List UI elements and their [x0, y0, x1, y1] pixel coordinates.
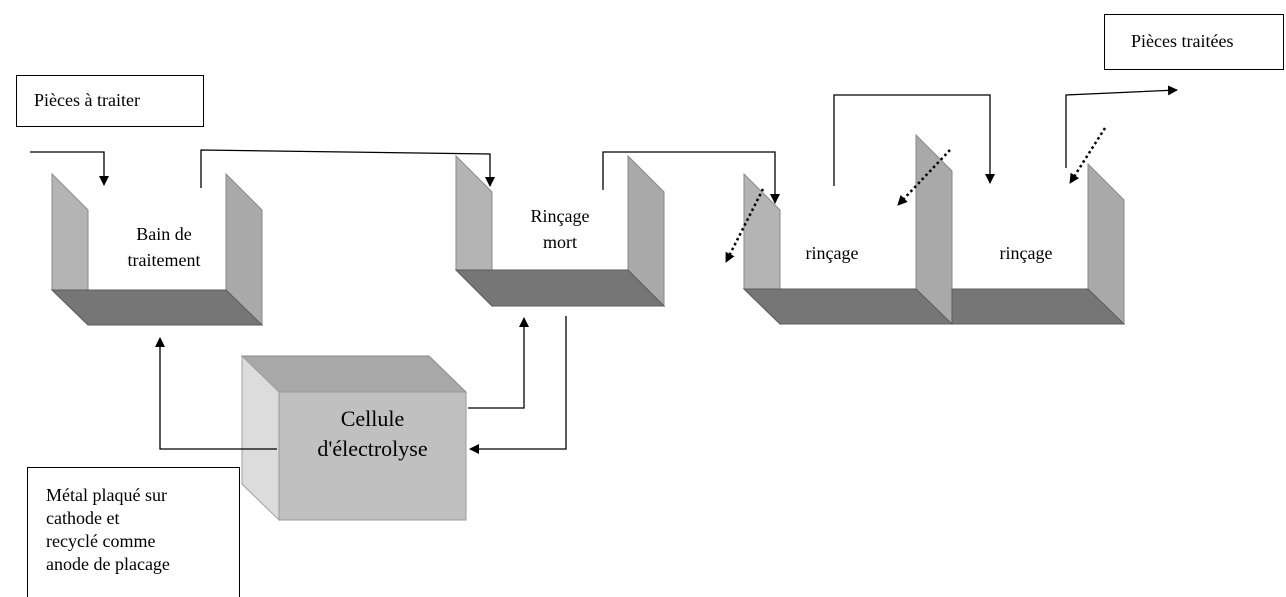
overflow-arrows	[724, 127, 1107, 263]
cell-label-line-1: Cellule	[340, 406, 405, 431]
treatment-bath-floor	[50, 289, 264, 326]
rinse-tanks	[742, 133, 1126, 326]
cell-to-bath-arrow	[155, 337, 277, 450]
dead-rinse-floor	[454, 269, 666, 307]
note-line-1: Métal plaqué sur	[46, 485, 167, 505]
note-line-3: recyclé comme	[46, 531, 156, 551]
input-label-box: Pièces à traiter	[16, 75, 204, 127]
cell-front-face	[278, 391, 467, 521]
dead-rinse-to-cell-arrow	[469, 316, 567, 454]
cell-label-line-2: d'électrolyse	[317, 436, 428, 461]
output-label-box: Pièces traitées	[1104, 14, 1284, 70]
dead-rinse-label-line-2: mort	[543, 232, 577, 252]
cell-top-face	[240, 355, 468, 393]
rinse-2-label: rinçage	[999, 243, 1053, 263]
rinse-1-label: rinçage	[805, 243, 859, 263]
dead-rinse-label-line-1: Rinçage	[530, 206, 590, 226]
rinse-2-floor	[951, 288, 1126, 325]
input-label: Pièces à traiter	[34, 90, 140, 110]
flow-arrows	[30, 85, 1178, 454]
note-line-4: anode de placage	[46, 554, 170, 574]
rinse2-to-output-arrow	[1065, 85, 1178, 168]
treatment-bath-label-line-1: Bain de	[136, 224, 192, 244]
dead-rinse-to-rinse1-arrow	[602, 151, 780, 204]
cell-to-dead-rinse-arrow	[468, 317, 529, 409]
input-arrow	[30, 151, 109, 186]
rinse1-to-rinse2-arrow	[833, 94, 995, 186]
output-label: Pièces traitées	[1131, 31, 1234, 51]
rinse-1-floor	[742, 288, 954, 325]
bath-to-dead-rinse-arrow	[200, 149, 495, 188]
treatment-bath-tank	[50, 172, 264, 327]
dead-rinse-tank	[454, 154, 666, 308]
note-line-2: cathode et	[46, 508, 120, 528]
treatment-bath-label-line-2: traitement	[127, 250, 201, 270]
overflow-arrow-rinse1	[724, 188, 765, 263]
overflow-arrow-divider	[897, 149, 951, 206]
electrolysis-cell	[240, 354, 468, 522]
note-label-box: Métal plaqué sur cathode et recyclé comm…	[27, 467, 240, 597]
